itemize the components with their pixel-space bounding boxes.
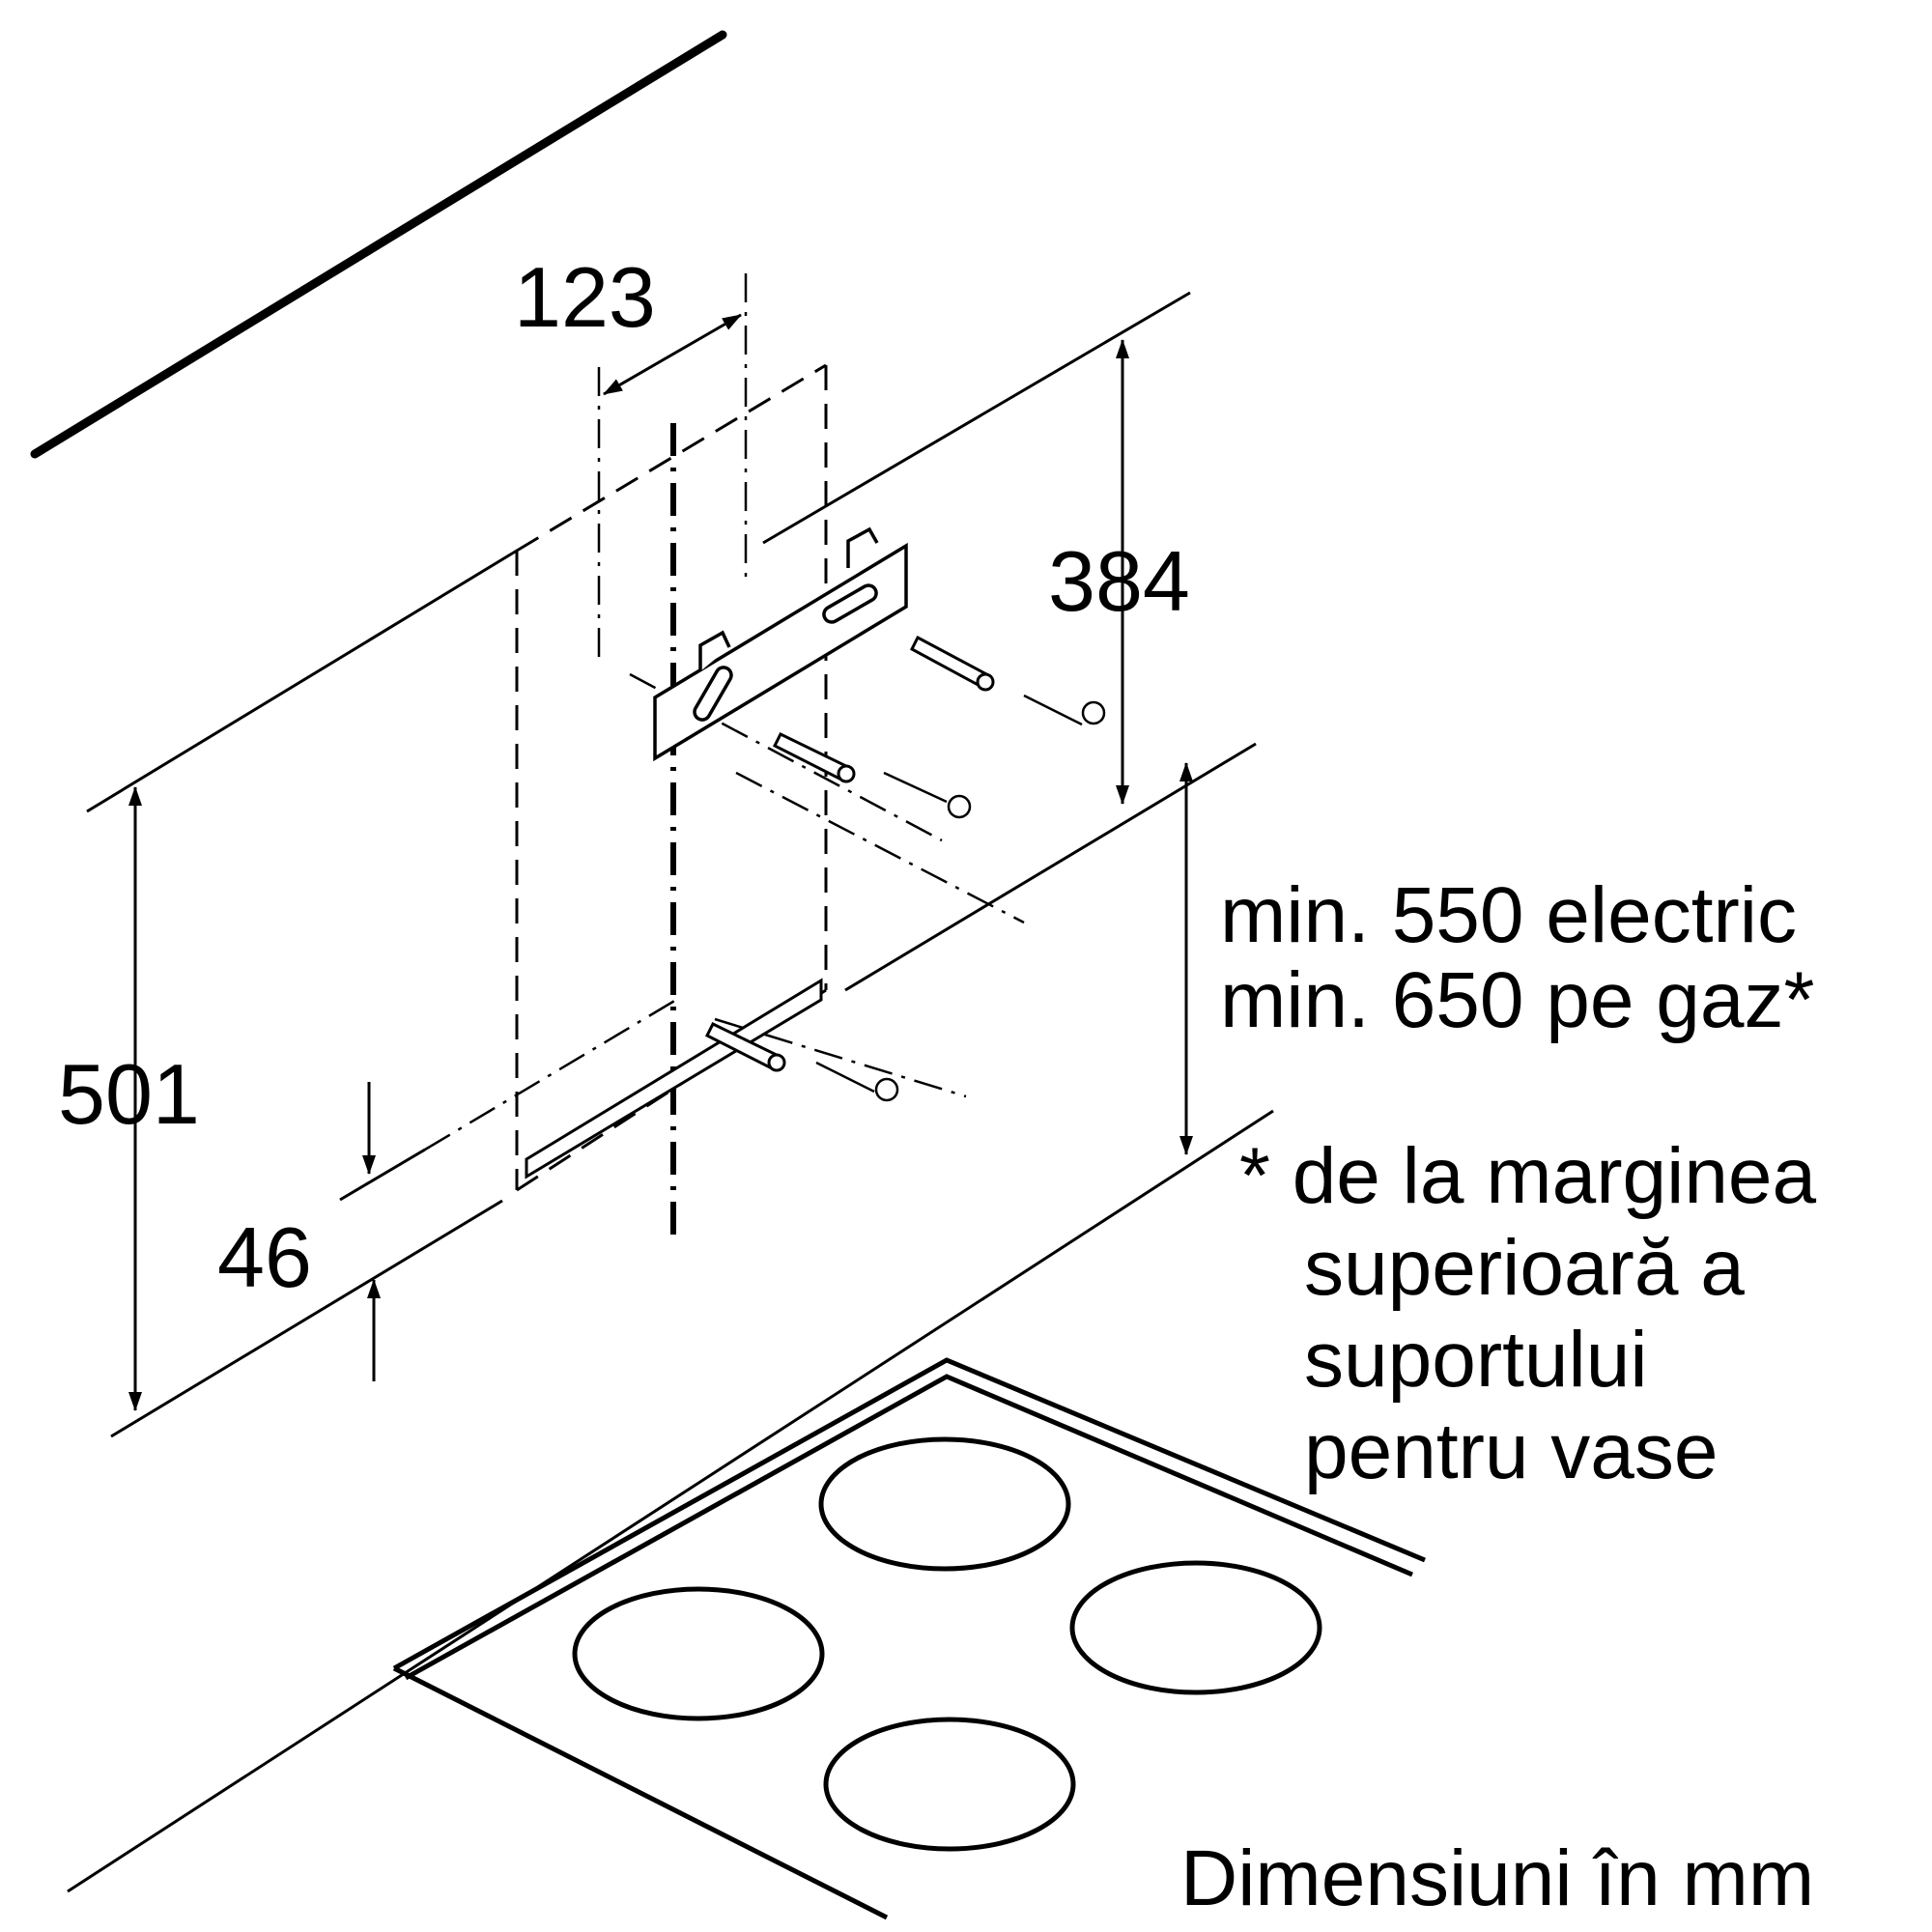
dim-46-label: 46	[217, 1209, 312, 1305]
footnote-line-2: superioară a	[1304, 1224, 1745, 1312]
dim-384-label: 384	[1048, 533, 1190, 629]
ext-46-top	[339, 1148, 426, 1202]
upper-bracket	[653, 526, 908, 762]
dim-501-label: 501	[58, 1046, 200, 1142]
bracket-bottom-line	[844, 742, 1257, 992]
hood-bottom-line	[110, 1199, 503, 1438]
burner	[818, 1436, 1071, 1572]
clearance-gas: min. 650 pe gaz*	[1220, 956, 1814, 1044]
bracket-slot	[822, 583, 878, 624]
dim-123-label: 123	[514, 249, 656, 345]
wall-plug	[772, 732, 856, 783]
hood-outline	[515, 363, 828, 1192]
dimension-lines	[128, 313, 1193, 1411]
clearance-electric: min. 550 electric	[1220, 871, 1797, 959]
wall-lines	[67, 291, 1274, 1893]
hood-top-line-right	[762, 291, 1191, 545]
footnote-line-4: pentru vase	[1304, 1407, 1719, 1495]
burner	[572, 1586, 825, 1721]
cooktop-inner-edge	[404, 1374, 1413, 1681]
burner	[823, 1717, 1076, 1852]
hood-top-line	[86, 549, 518, 813]
screw	[815, 1061, 899, 1102]
bracket-slot	[693, 666, 733, 722]
cooktop-front-edge	[392, 1665, 889, 1920]
units-caption: Dimensiuni în mm	[1180, 1834, 1814, 1922]
footnote-line-3: suportului	[1304, 1316, 1648, 1404]
cooktop-outer-edge	[392, 1357, 1426, 1671]
wall-plug	[910, 635, 995, 692]
screw	[1023, 694, 1106, 726]
cooktop	[392, 1357, 1426, 1920]
dim-123-line	[603, 313, 742, 396]
ceiling-line	[30, 30, 727, 459]
wall-plug	[704, 1022, 786, 1072]
screw	[883, 771, 972, 819]
pan-support-line	[67, 1109, 1274, 1893]
footnote-line-1: * de la marginea	[1239, 1132, 1817, 1220]
burner	[1069, 1560, 1322, 1695]
